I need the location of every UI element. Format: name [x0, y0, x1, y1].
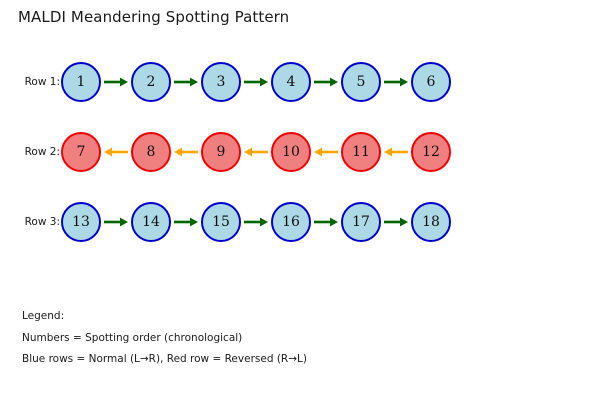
diagram-row-3: Row 3:13 14 15 16 17 18 — [0, 200, 600, 244]
row-label-3: Row 3: — [24, 216, 60, 228]
node-6[interactable]: 6 — [411, 62, 451, 102]
node-3[interactable]: 3 — [201, 62, 241, 102]
node-10[interactable]: 10 — [271, 132, 311, 172]
arrow-right-icon — [174, 77, 198, 87]
legend-line-1: Numbers = Spotting order (chronological) — [22, 331, 243, 344]
node-9[interactable]: 9 — [201, 132, 241, 172]
node-16[interactable]: 16 — [271, 202, 311, 242]
arrow-right-icon — [104, 77, 128, 87]
arrow-right-icon — [104, 217, 128, 227]
arrow-left-icon — [174, 147, 198, 157]
legend: Legend: Numbers = Spotting order (chrono… — [22, 306, 307, 371]
legend-heading: Legend: — [22, 310, 65, 322]
arrow-right-icon — [314, 217, 338, 227]
arrow-left-icon — [384, 147, 408, 157]
row-label-1: Row 1: — [24, 76, 60, 88]
page-title: MALDI Meandering Spotting Pattern — [18, 8, 290, 26]
node-12[interactable]: 12 — [411, 132, 451, 172]
node-18[interactable]: 18 — [411, 202, 451, 242]
node-13[interactable]: 13 — [61, 202, 101, 242]
arrow-right-icon — [384, 77, 408, 87]
node-14[interactable]: 14 — [131, 202, 171, 242]
node-2[interactable]: 2 — [131, 62, 171, 102]
arrow-right-icon — [244, 77, 268, 87]
node-17[interactable]: 17 — [341, 202, 381, 242]
arrow-left-icon — [104, 147, 128, 157]
row-label-2: Row 2: — [24, 146, 60, 158]
legend-line-2: Blue rows = Normal (L→R), Red row = Reve… — [22, 353, 307, 365]
node-11[interactable]: 11 — [341, 132, 381, 172]
node-5[interactable]: 5 — [341, 62, 381, 102]
node-8[interactable]: 8 — [131, 132, 171, 172]
arrow-right-icon — [174, 217, 198, 227]
arrow-left-icon — [314, 147, 338, 157]
arrow-right-icon — [244, 217, 268, 227]
node-4[interactable]: 4 — [271, 62, 311, 102]
node-15[interactable]: 15 — [201, 202, 241, 242]
arrow-left-icon — [244, 147, 268, 157]
node-1[interactable]: 1 — [61, 62, 101, 102]
node-7[interactable]: 7 — [61, 132, 101, 172]
arrow-right-icon — [314, 77, 338, 87]
arrow-right-icon — [384, 217, 408, 227]
